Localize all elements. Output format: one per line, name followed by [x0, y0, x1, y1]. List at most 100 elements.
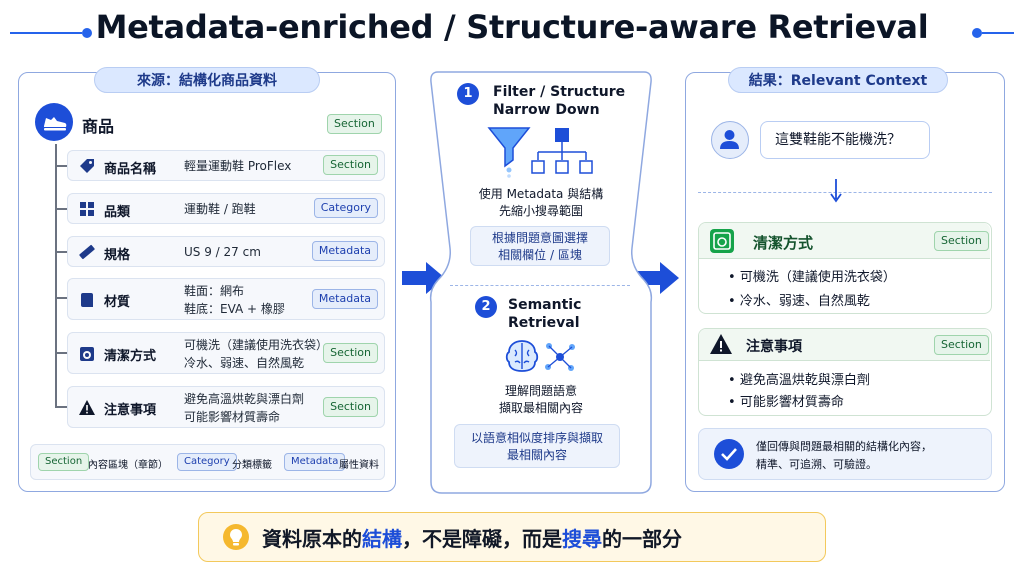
- flow-arrow-right: [636, 262, 679, 294]
- hierarchy-icon: [531, 128, 593, 174]
- result-panel-tab: 結果：Relevant Context: [728, 67, 948, 93]
- field-row-cleaning: 清潔方式 可機洗（建議使用洗衣袋） 冷水、弱速、自然風乾 Section: [67, 332, 385, 374]
- step-2-title-line-1: Semantic: [508, 297, 582, 313]
- result-card-1-bullet-2: • 冷水、弱速、自然風乾: [728, 294, 870, 309]
- field-badge: Category: [313, 198, 378, 218]
- field-label: 品類: [104, 205, 131, 220]
- result-summary-box: [698, 428, 992, 480]
- network-icon: [545, 343, 575, 371]
- field-label: 商品名稱: [104, 162, 157, 177]
- tree-trunk-line: [55, 144, 57, 406]
- field-badge: Metadata: [311, 241, 378, 261]
- ruler-icon: [79, 244, 95, 260]
- grid-icon: [80, 202, 94, 216]
- field-value-line-1: 可機洗（建議使用洗衣袋）: [184, 338, 329, 352]
- product-root-badge: Section: [327, 114, 382, 134]
- result-divider: [698, 192, 992, 193]
- lightbulb-icon: [223, 524, 249, 550]
- page-title: Metadata-enriched / Structure-aware Retr…: [95, 8, 929, 46]
- field-label: 規格: [104, 248, 131, 263]
- result-card-2-title: 注意事項: [746, 339, 802, 355]
- result-card-1-badge: Section: [934, 231, 989, 251]
- result-summary-line-1: 僅回傳與問題最相關的結構化內容，: [756, 440, 932, 453]
- result-card-cleaning: [698, 222, 992, 314]
- field-row-material: 材質 鞋面：網布 鞋底：EVA + 橡膠 Metadata: [67, 278, 385, 320]
- field-row-product-name: 商品名稱 輕量運動鞋 ProFlex Section: [67, 150, 385, 181]
- question-bubble: 這雙鞋能不能機洗？: [760, 121, 930, 159]
- title-decoration-right-dot: [972, 28, 982, 38]
- process-panel: [429, 71, 653, 494]
- down-arrow-icon: [830, 179, 842, 203]
- warning-icon: [710, 334, 732, 354]
- result-card-1-icon: [710, 229, 734, 253]
- result-summary-line-2: 精準、可追溯、可驗證。: [756, 458, 877, 471]
- legend-category-text: 分類標籤: [232, 460, 272, 471]
- step-divider: [450, 285, 630, 286]
- legend-section-badge: Section: [38, 453, 90, 471]
- user-avatar: [711, 121, 749, 159]
- funnel-icon: [487, 127, 531, 178]
- field-badge: Section: [323, 343, 378, 363]
- washer-icon: [80, 347, 94, 361]
- title-decoration-right-line: [982, 32, 1014, 34]
- field-label: 清潔方式: [104, 349, 157, 364]
- title-decoration-left-line: [10, 32, 82, 34]
- result-card-2-badge: Section: [934, 335, 989, 355]
- result-card-1-title: 清潔方式: [753, 234, 814, 252]
- tree-branch-5: [55, 352, 67, 354]
- field-label: 材質: [104, 295, 131, 310]
- field-value-line-2: 鞋底：EVA + 橡膠: [184, 302, 285, 316]
- shoe-icon: [44, 117, 67, 131]
- step-1-desc-line-2: 先縮小搜尋範圍: [498, 204, 583, 218]
- legend-metadata-text: 屬性資料: [339, 460, 379, 471]
- step-2-box-line-1: 以語意相似度排序與擷取: [470, 431, 603, 445]
- field-value: US 9 / 27 cm: [184, 245, 261, 259]
- field-badge: Section: [323, 397, 378, 417]
- tree-branch-1: [55, 165, 67, 167]
- tag-icon: [80, 159, 94, 173]
- washer-icon: [713, 232, 731, 250]
- step-1-box-line-1: 根據問題意圖選擇: [491, 231, 588, 245]
- step-2-number: 2: [475, 296, 497, 318]
- key-message-text: 資料原本的結構，不是障礙，而是搜尋的一部分: [262, 527, 682, 551]
- field-value-line-2: 可能影響材質壽命: [184, 410, 281, 424]
- tree-branch-4: [55, 297, 67, 299]
- source-panel-tab: 來源：結構化商品資料: [94, 67, 320, 93]
- legend-section-text: 內容區塊（章節）: [88, 460, 168, 471]
- step-1-title-line-2: Narrow Down: [493, 102, 600, 118]
- step-1-desc-line-1: 使用 Metadata 與結構: [478, 187, 604, 201]
- legend-metadata-badge: Metadata: [284, 453, 346, 471]
- key-message-banner: [198, 512, 826, 562]
- step-1-detail-box: 根據問題意圖選擇 相關欄位 / 區塊: [470, 226, 610, 266]
- field-value-line-1: 避免高溫烘乾與漂白劑: [184, 392, 305, 406]
- field-value-line-1: 鞋面：網布: [184, 284, 245, 298]
- product-root-label: 商品: [82, 117, 115, 136]
- tree-branch-6: [55, 406, 67, 408]
- fabric-icon: [81, 293, 93, 307]
- field-row-spec: 規格 US 9 / 27 cm Metadata: [67, 236, 385, 267]
- result-card-1-bullet-1: • 可機洗（建議使用洗衣袋）: [728, 270, 896, 285]
- step-2-desc-line-2: 擷取最相關內容: [498, 401, 583, 415]
- field-row-category: 品類 運動鞋 / 跑鞋 Category: [67, 193, 385, 224]
- step-2-box-line-2: 最相關內容: [506, 448, 567, 462]
- tree-branch-3: [55, 251, 67, 253]
- result-card-2-bullet-1: • 避免高溫烘乾與漂白劑: [728, 373, 870, 388]
- field-value: 輕量運動鞋 ProFlex: [184, 159, 292, 173]
- user-icon: [720, 130, 739, 149]
- field-value: 運動鞋 / 跑鞋: [184, 202, 256, 216]
- step-2-detail-box: 以語意相似度排序與擷取 最相關內容: [454, 424, 620, 468]
- result-card-2-bullet-2: • 可能影響材質壽命: [728, 395, 844, 410]
- field-row-caution: 注意事項 避免高溫烘乾與漂白劑 可能影響材質壽命 Section: [67, 386, 385, 428]
- product-root-icon: [35, 103, 73, 141]
- warning-icon: [79, 400, 95, 415]
- step-1-title-line-1: Filter / Structure: [493, 84, 626, 100]
- step-1-box-line-2: 相關欄位 / 區塊: [498, 248, 582, 262]
- legend-category-badge: Category: [177, 453, 237, 471]
- field-badge: Section: [323, 155, 378, 175]
- field-label: 注意事項: [104, 403, 157, 418]
- step-2-desc-line-1: 理解問題語意: [504, 384, 577, 398]
- field-badge: Metadata: [311, 289, 378, 309]
- title-decoration-left-dot: [82, 28, 92, 38]
- brain-icon: [505, 340, 539, 372]
- check-circle-icon: [714, 439, 744, 469]
